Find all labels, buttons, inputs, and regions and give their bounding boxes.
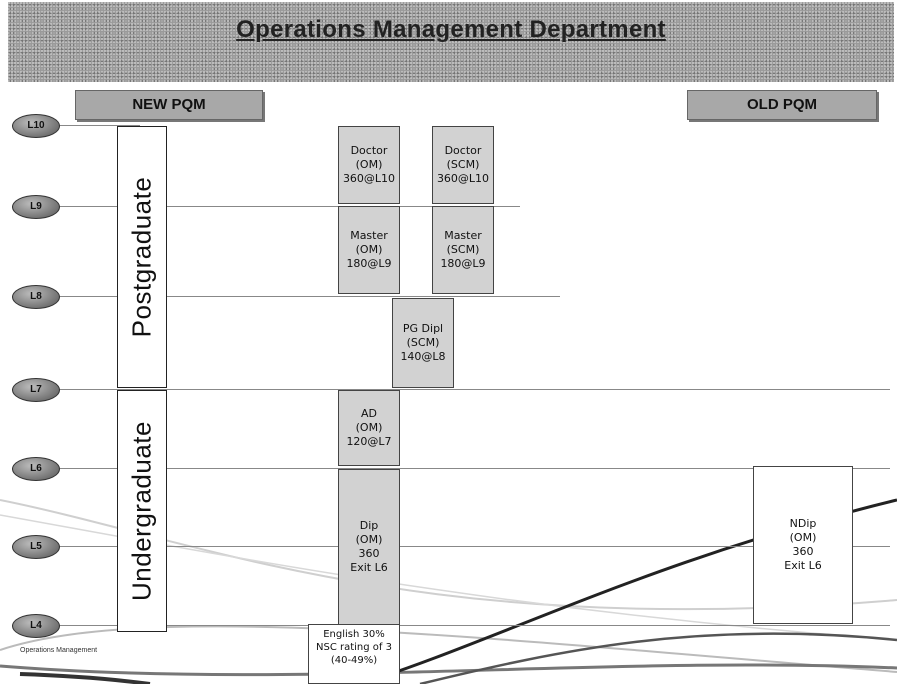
ad-om-box: AD (OM) 120@L7 <box>338 390 400 466</box>
level-badge-l7: L7 <box>12 378 60 402</box>
dip-om-box: Dip (OM) 360 Exit L6 <box>338 469 400 625</box>
level-line-l8 <box>60 296 560 297</box>
old-pqm-label: OLD PQM <box>687 90 877 120</box>
level-line-l5 <box>60 546 890 547</box>
entry-requirement-box: English 30% NSC rating of 3 (40-49%) <box>308 624 400 684</box>
level-badge-l4: L4 <box>12 614 60 638</box>
level-line-l7 <box>60 389 890 390</box>
undergraduate-label: Undergraduate <box>126 421 157 601</box>
level-badge-l6: L6 <box>12 457 60 481</box>
level-badge-l9: L9 <box>12 195 60 219</box>
level-line-l4 <box>60 625 890 626</box>
postgraduate-label: Postgraduate <box>126 176 157 338</box>
doctor-scm-box: Doctor (SCM) 360@L10 <box>432 126 494 204</box>
level-line-l6 <box>60 468 890 469</box>
level-line-l10 <box>60 125 140 126</box>
level-badge-l5: L5 <box>12 535 60 559</box>
doctor-om-box: Doctor (OM) 360@L10 <box>338 126 400 204</box>
level-badge-l8: L8 <box>12 285 60 309</box>
level-badge-l10: L10 <box>12 114 60 138</box>
page-title: Operations Management Department <box>236 16 666 43</box>
master-om-box: Master (OM) 180@L9 <box>338 206 400 294</box>
footer-text: Operations Management <box>20 647 98 654</box>
postgraduate-band: Postgraduate <box>117 126 167 388</box>
level-line-l9 <box>60 206 520 207</box>
undergraduate-band: Undergraduate <box>117 390 167 632</box>
ndip-om-box: NDip (OM) 360 Exit L6 <box>753 466 853 624</box>
new-pqm-label: NEW PQM <box>75 90 263 120</box>
title-bar: Operations Management Department <box>8 2 894 82</box>
master-scm-box: Master (SCM) 180@L9 <box>432 206 494 294</box>
pg-dipl-scm-box: PG Dipl (SCM) 140@L8 <box>392 298 454 388</box>
